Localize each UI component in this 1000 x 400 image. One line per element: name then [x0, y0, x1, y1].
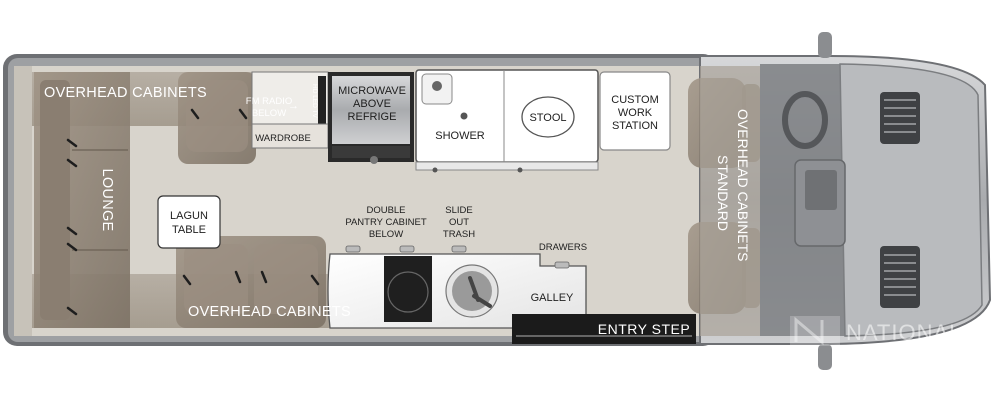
- pantry-door-icon: [384, 256, 432, 322]
- bathroom: [415, 69, 599, 173]
- upper-seat: [178, 72, 256, 164]
- label-microwave-line2: ABOVE: [353, 98, 391, 110]
- label-pantry-line1: DOUBLE: [366, 205, 405, 216]
- wardrobe-cabinet: [251, 71, 329, 149]
- lagun-table-box: [157, 195, 221, 249]
- microwave-refrigerator: [328, 72, 414, 164]
- label-overhead-standard-line1: OVERHEAD CABINETS: [735, 109, 751, 261]
- toilet-icon: [521, 96, 575, 138]
- label-hd-led-tv: HD LED TV: [311, 84, 318, 118]
- label-fm-radio-line1: FM RADIO: [246, 96, 292, 107]
- label-work-station-line1: CUSTOM: [611, 94, 658, 106]
- label-microwave-line1: MICROWAVE: [338, 85, 406, 97]
- label-overhead-cabinets-bottom: OVERHEAD CABINETS: [188, 304, 351, 320]
- label-wardrobe: WARDROBE: [255, 133, 311, 144]
- label-overhead-cabinets-top: OVERHEAD CABINETS: [44, 85, 207, 101]
- mirror-bottom: [818, 344, 832, 370]
- lower-seats: [176, 236, 326, 328]
- label-lagun-table-line2: TABLE: [172, 224, 206, 236]
- cab-front: [699, 32, 992, 370]
- overhead-cabinets-front-band: [700, 66, 760, 336]
- label-drawers: DRAWERS: [539, 242, 587, 253]
- label-entry-step: ENTRY STEP: [598, 321, 690, 337]
- label-galley: GALLEY: [531, 292, 574, 304]
- label-lagun-table-line1: LAGUN: [170, 210, 208, 222]
- national-logo-watermark: NATIONAL: [790, 316, 962, 346]
- label-lounge: LOUNGE: [99, 168, 115, 231]
- hood-vent-bottom: [880, 246, 920, 308]
- label-microwave-line3: REFRIGE: [348, 111, 397, 123]
- steering-wheel: [782, 91, 828, 149]
- svg-text:NATIONAL: NATIONAL: [846, 320, 962, 345]
- custom-work-station-box: [599, 71, 671, 151]
- label-work-station-line3: STATION: [612, 120, 658, 132]
- lounge-seating: [34, 72, 130, 328]
- label-work-station-line2: WORK: [618, 107, 653, 119]
- label-pantry-line2: PANTRY CABINET: [345, 217, 426, 228]
- label-stool: STOOL: [529, 112, 566, 124]
- label-overhead-standard-line2: STANDARD: [715, 155, 731, 231]
- galley-counter: [327, 245, 587, 329]
- label-fm-radio-line2: BELOW: [252, 108, 286, 119]
- label-trash-line3: TRASH: [443, 229, 475, 240]
- label-trash-line1: SLIDE: [445, 205, 472, 216]
- label-shower: SHOWER: [435, 130, 485, 142]
- label-pantry-line3: BELOW: [369, 229, 403, 240]
- arrow-right-icon: →: [288, 100, 299, 112]
- entry-step: [512, 314, 696, 344]
- shower-drain-icon: [460, 112, 468, 120]
- label-trash-line2: OUT: [449, 217, 469, 228]
- mirror-top: [818, 32, 832, 58]
- hood-vent-top: [880, 92, 920, 144]
